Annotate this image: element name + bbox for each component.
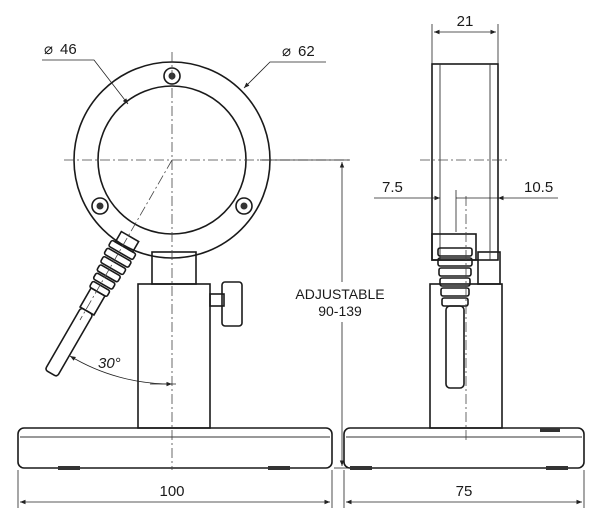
angle-dimension: 30°: [69, 355, 176, 387]
side-base: [343, 427, 585, 470]
height-dimension: ADJUSTABLE 90-139: [260, 159, 402, 469]
front-cable: [45, 230, 140, 377]
side-view: 21 7.5 10.5 75: [343, 13, 585, 508]
depth-dimension: 21: [431, 13, 499, 64]
front-post: [137, 251, 243, 429]
diameter-outer-symbol: ⌀: [282, 43, 291, 60]
side-post: [429, 251, 503, 429]
screw-left: [91, 197, 109, 215]
offset-right-value: 10.5: [524, 179, 553, 196]
front-width-dimension: 100: [17, 470, 333, 508]
diameter-inner-callout: ⌀ 46: [42, 41, 129, 105]
offset-dimensions: 7.5 10.5: [374, 179, 558, 232]
offset-left-value: 7.5: [382, 179, 403, 196]
diameter-inner-symbol: ⌀: [44, 41, 53, 58]
side-width-dimension: 75: [343, 470, 585, 508]
angle-centerline: [79, 159, 173, 321]
height-label-line1: ADJUSTABLE: [295, 286, 384, 302]
diameter-outer-callout: ⌀ 62: [243, 43, 326, 89]
side-width-value: 75: [456, 483, 473, 500]
side-head: [431, 63, 499, 261]
front-base: [17, 427, 333, 470]
screw-right: [235, 197, 253, 215]
front-view: ⌀ 46 ⌀ 62 30° ADJUSTABLE 90-139: [17, 41, 402, 508]
diameter-inner-value: 46: [60, 41, 77, 58]
height-label-line2: 90-139: [318, 303, 362, 319]
angle-value: 30°: [98, 355, 121, 372]
front-width-value: 100: [159, 483, 184, 500]
side-cable: [437, 247, 473, 389]
diameter-outer-value: 62: [298, 43, 315, 60]
depth-value: 21: [457, 13, 474, 30]
